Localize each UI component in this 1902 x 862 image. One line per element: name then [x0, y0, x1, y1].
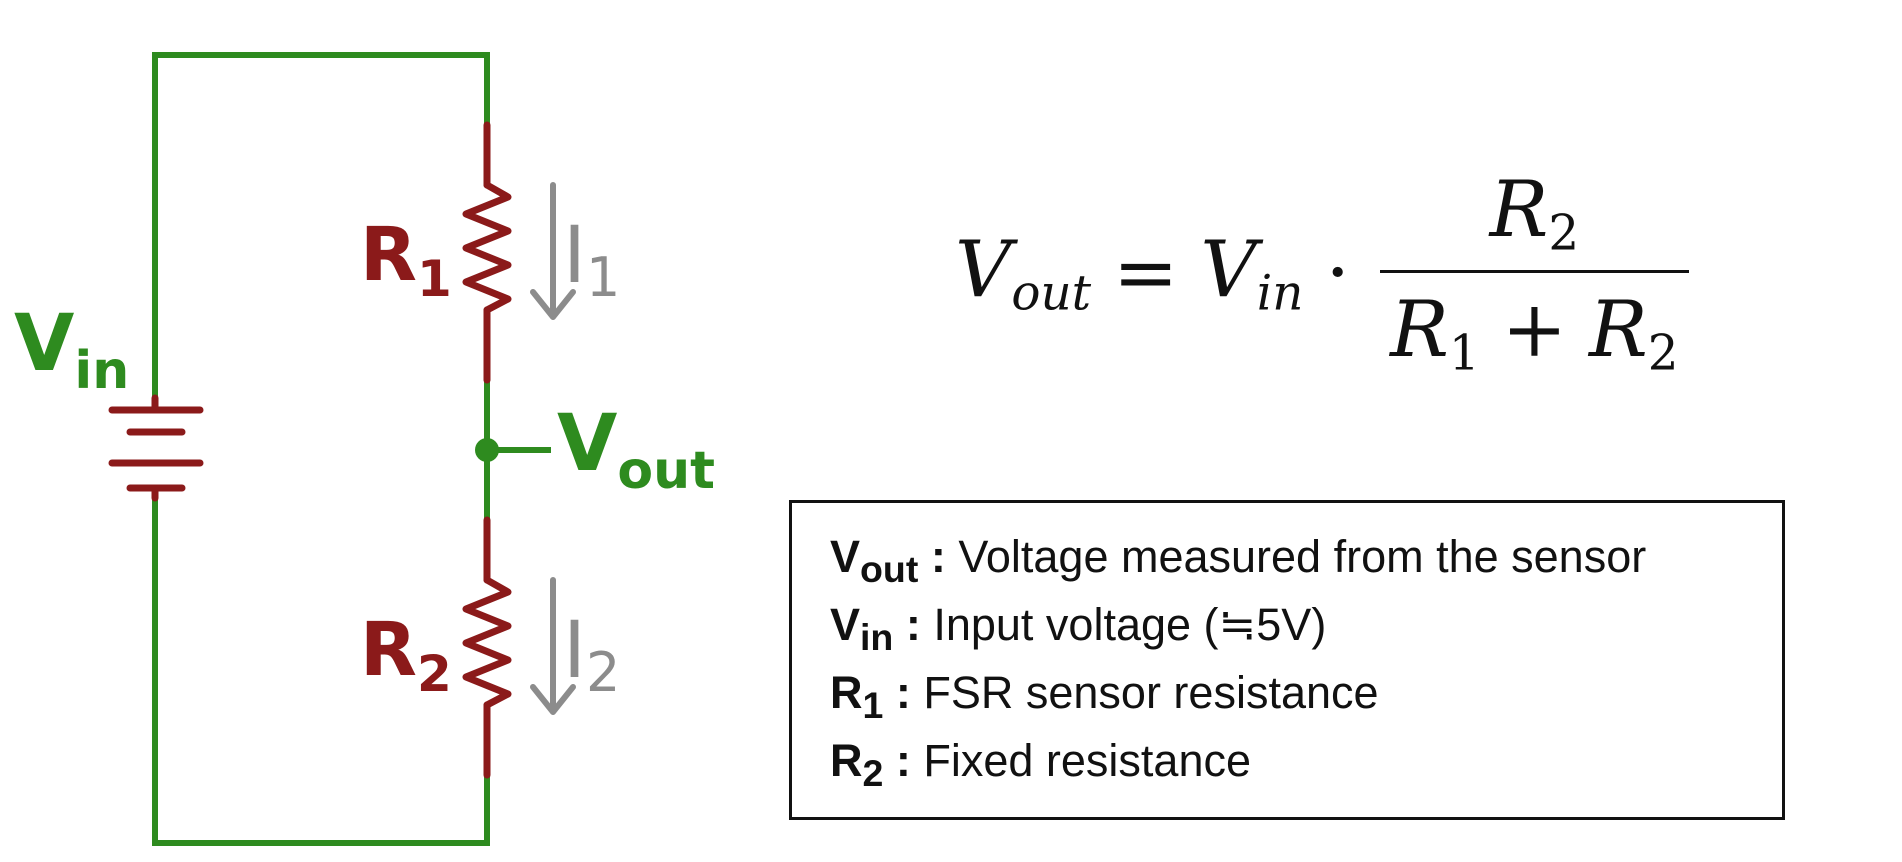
- vin-label: Vin: [14, 299, 129, 401]
- formula-dot: ·: [1325, 228, 1351, 318]
- bottom-wire: [152, 495, 490, 846]
- legend-row-r2: R2 : Fixed resistance: [830, 735, 1251, 794]
- formula-equals: =: [1113, 228, 1179, 318]
- formula-denominator: R1+R2: [1390, 284, 1679, 382]
- formula-vout: Vout: [955, 224, 1092, 322]
- formula-vin: Vin: [1200, 224, 1304, 322]
- r1-label: R1: [360, 212, 452, 308]
- current-arrow-i1: [530, 182, 576, 320]
- variable-legend-box: Vout : Voltage measured from the sensor …: [789, 500, 1785, 820]
- resistor-r2: [462, 516, 512, 779]
- current-arrow-i2: [530, 577, 576, 715]
- vout-label: Vout: [557, 399, 715, 501]
- vout-junction-dot: [475, 438, 499, 462]
- r2-label: R2: [360, 607, 452, 703]
- fraction-bar: [1380, 269, 1689, 273]
- i1-label: I1: [563, 211, 620, 309]
- legend-row-vin: Vin : Input voltage (≒5V): [830, 599, 1327, 658]
- voltage-divider-formula: Vout = Vin · R2 R1+R2: [955, 164, 1689, 382]
- formula-numerator: R2: [1489, 164, 1580, 262]
- resistor-r1: [462, 121, 512, 384]
- legend-row-vout: Vout : Voltage measured from the sensor: [830, 531, 1647, 590]
- formula-fraction: R2 R1+R2: [1380, 164, 1689, 382]
- top-wire: [152, 52, 490, 401]
- battery-symbol: [108, 394, 204, 502]
- legend-row-r1: R1 : FSR sensor resistance: [830, 667, 1379, 726]
- i2-label: I2: [563, 606, 620, 704]
